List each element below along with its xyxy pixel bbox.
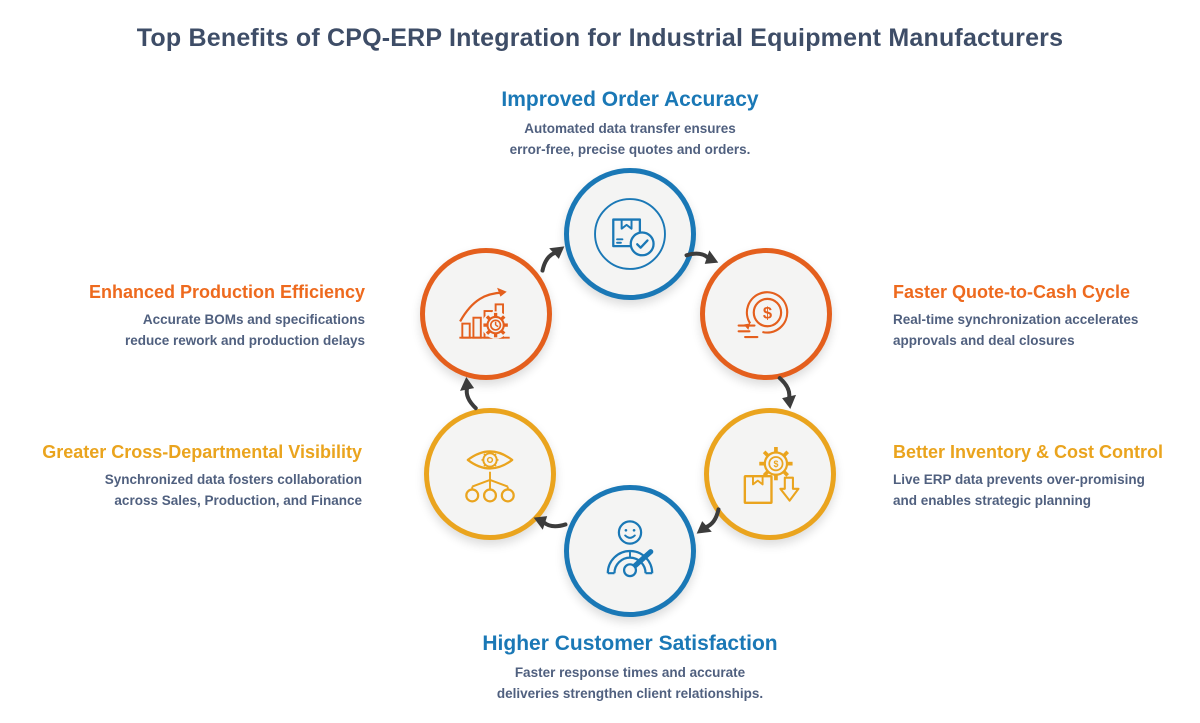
efficiency-chart-icon [449,277,523,351]
benefit-title: Greater Cross-Departmental Visibility [42,442,362,462]
benefit-desc-line: Real-time synchronization accelerates [893,311,1139,327]
benefit-better-inventory-cost-control: Better Inventory & Cost Control Live ERP… [893,442,1200,512]
benefit-desc-line: Faster response times and accurate [514,665,746,681]
benefit-title: Higher Customer Satisfaction [482,632,778,655]
inventory-cost-icon: $ [733,437,807,511]
benefit-circle-greater-cross-departmental-visibility [424,408,556,540]
benefit-circle-higher-customer-satisfaction [564,485,696,617]
benefit-desc-line: Live ERP data prevents over-promising [893,471,1145,487]
benefit-desc-line: across Sales, Production, and Finance [114,492,362,508]
benefit-circle-faster-quote-to-cash-cycle: $ [700,248,832,380]
benefit-desc-line: Synchronized data fosters collaboration [104,471,362,487]
benefit-title: Better Inventory & Cost Control [893,442,1164,462]
benefit-higher-customer-satisfaction: Higher Customer Satisfaction Faster resp… [330,632,930,705]
benefit-improved-order-accuracy: Improved Order Accuracy Automated data t… [330,88,930,161]
benefit-desc-line: reduce rework and production delays [124,332,365,348]
benefit-desc-line: Automated data transfer ensures [524,121,736,137]
visibility-hierarchy-icon [453,437,527,511]
benefit-greater-cross-departmental-visibility: Greater Cross-Departmental Visibility Sy… [0,442,362,512]
cycle-arrow-icon [687,503,731,544]
benefit-circle-enhanced-production-efficiency [420,248,552,380]
package-check-icon [592,196,668,272]
dollar-cycle-icon: $ [730,278,802,350]
cycle-arrow-icon [774,375,801,411]
benefit-desc-line: deliveries strengthen client relationshi… [496,686,764,702]
benefit-circle-better-inventory-cost-control: $ [704,408,836,540]
benefit-title: Enhanced Production Efficiency [88,282,365,302]
benefit-enhanced-production-efficiency: Enhanced Production Efficiency Accurate … [20,282,365,352]
benefit-desc-line: and enables strategic planning [893,492,1092,508]
benefit-desc-line: Accurate BOMs and specifications [142,311,365,327]
benefit-title: Improved Order Accuracy [501,88,759,111]
cycle-arrow-icon [530,237,574,278]
cycle-arrow-icon [681,237,725,278]
satisfaction-gauge-icon [593,514,667,588]
svg-text:$: $ [763,303,772,322]
benefit-desc-line: error-free, precise quotes and orders. [509,142,751,158]
benefit-title: Faster Quote-to-Cash Cycle [893,282,1131,302]
benefit-desc-line: approvals and deal closures [893,332,1075,348]
cycle-arrow-icon [456,375,483,411]
benefit-circle-improved-order-accuracy [564,168,696,300]
svg-text:$: $ [773,459,778,469]
cycle-arrow-icon [527,503,571,544]
benefit-faster-quote-to-cash-cycle: Faster Quote-to-Cash Cycle Real-time syn… [893,282,1200,352]
page-title: Top Benefits of CPQ-ERP Integration for … [136,24,1064,52]
